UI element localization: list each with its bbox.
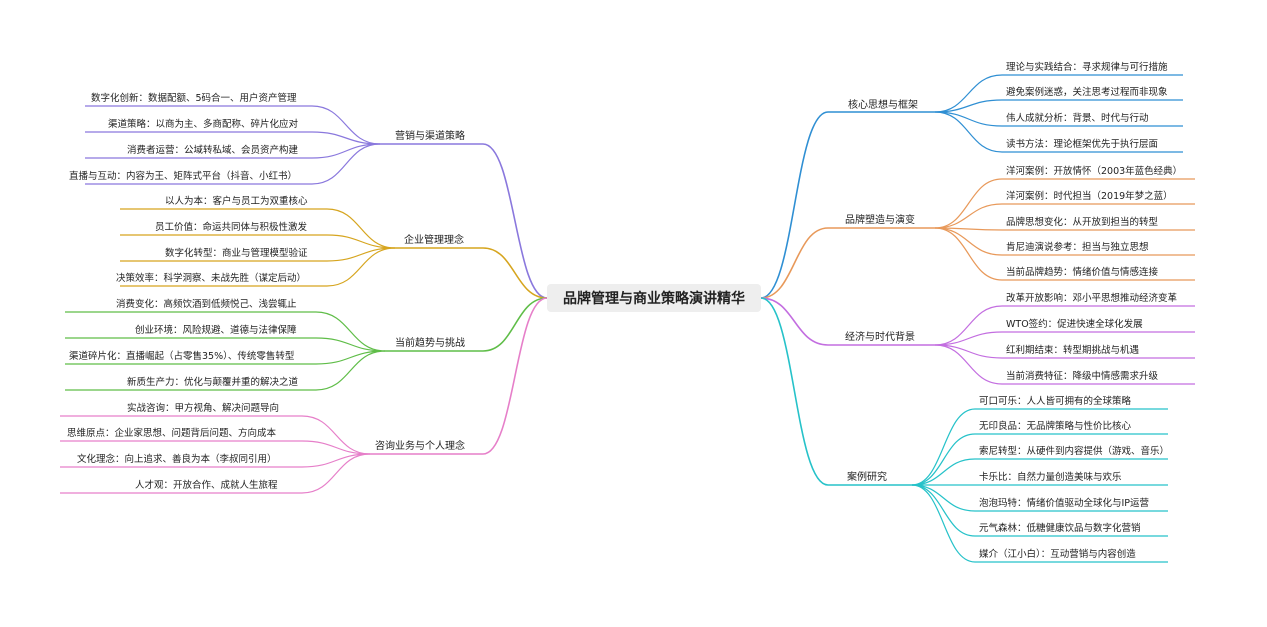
connector-marketing bbox=[380, 143, 548, 299]
connector-consult-leaf-1 bbox=[60, 415, 371, 455]
connector-core-leaf-3 bbox=[934, 111, 1183, 127]
leaf-mgmt-3[interactable]: 数字化转型：商业与管理模型验证 bbox=[165, 248, 308, 259]
leaf-marketing-1[interactable]: 数字化创新：数据配额、5码合一、用户资产管理 bbox=[91, 93, 297, 104]
leaf-mgmt-1[interactable]: 以人为本：客户与员工为双重核心 bbox=[165, 196, 308, 207]
branch-brand[interactable]: 品牌塑造与演变 bbox=[845, 215, 915, 226]
leaf-consult-1[interactable]: 实战咨询：甲方视角、解决问题导向 bbox=[127, 403, 280, 414]
connector-cases-leaf-5 bbox=[911, 484, 1168, 512]
leaf-cases-4[interactable]: 卡乐比：自然力量创造美味与欢乐 bbox=[979, 472, 1122, 483]
connector-core-leaf-4 bbox=[934, 111, 1183, 153]
leaf-cases-3[interactable]: 索尼转型：从硬件到内容提供（游戏、音乐） bbox=[979, 446, 1170, 457]
leaf-cases-6[interactable]: 元气森林：低糖健康饮品与数字化营销 bbox=[979, 523, 1141, 534]
leaf-mgmt-2[interactable]: 员工价值：命运共同体与积极性激发 bbox=[155, 222, 308, 233]
connector-economy-leaf-4 bbox=[934, 344, 1195, 385]
branch-core[interactable]: 核心思想与框架 bbox=[848, 100, 918, 111]
connector-mgmt bbox=[395, 247, 548, 299]
connector-cases-leaf-7 bbox=[911, 484, 1168, 563]
connector-trends-leaf-4 bbox=[65, 350, 386, 391]
connector-brand-leaf-3 bbox=[934, 227, 1195, 231]
branch-consult[interactable]: 咨询业务与个人理念 bbox=[375, 441, 465, 452]
connector-brand-leaf-2 bbox=[934, 203, 1195, 229]
leaf-economy-1[interactable]: 改革开放影响：邓小平思想推动经济变革 bbox=[1006, 293, 1178, 304]
connector-core-leaf-1 bbox=[934, 74, 1183, 113]
leaf-cases-5[interactable]: 泡泡玛特：情绪价值驱动全球化与IP运营 bbox=[979, 498, 1150, 509]
connector-economy-leaf-2 bbox=[934, 331, 1195, 346]
leaf-core-4[interactable]: 读书方法：理论框架优先于执行层面 bbox=[1006, 139, 1159, 150]
connector-core bbox=[760, 111, 935, 299]
leaf-marketing-2[interactable]: 渠道策略：以商为主、多商配称、碎片化应对 bbox=[108, 119, 299, 130]
leaf-consult-2[interactable]: 思维原点：企业家思想、问题背后问题、方向成本 bbox=[67, 428, 277, 439]
leaf-core-2[interactable]: 避免案例迷惑，关注思考过程而非现象 bbox=[1006, 87, 1168, 98]
connector-consult-leaf-4 bbox=[60, 453, 371, 494]
leaf-brand-2[interactable]: 洋河案例：时代担当（2019年梦之蓝） bbox=[1006, 191, 1173, 202]
branch-cases[interactable]: 案例研究 bbox=[847, 472, 887, 483]
connector-marketing-leaf-4 bbox=[85, 143, 381, 185]
leaf-core-3[interactable]: 伟人成就分析：背景、时代与行动 bbox=[1006, 113, 1149, 124]
leaf-brand-5[interactable]: 当前品牌趋势：情绪价值与情感连接 bbox=[1006, 267, 1159, 278]
connector-cases-leaf-3 bbox=[911, 458, 1168, 486]
leaf-brand-3[interactable]: 品牌思想变化：从开放到担当的转型 bbox=[1006, 217, 1159, 228]
leaf-economy-4[interactable]: 当前消费特征：降级中情感需求升级 bbox=[1006, 371, 1159, 382]
connector-brand bbox=[760, 227, 935, 299]
leaf-marketing-4[interactable]: 直播与互动：内容为王、矩阵式平台（抖音、小红书） bbox=[69, 171, 298, 182]
root-topic[interactable]: 品牌管理与商业策略演讲精华 bbox=[547, 284, 761, 312]
connector-trends bbox=[385, 297, 548, 352]
leaf-trends-1[interactable]: 消费变化：高频饮酒到低频悦己、浅尝辄止 bbox=[116, 299, 297, 310]
branch-economy[interactable]: 经济与时代背景 bbox=[845, 332, 915, 343]
leaf-consult-3[interactable]: 文化理念：向上追求、善良为本（李叔同引用） bbox=[77, 454, 277, 465]
connector-consult-leaf-2 bbox=[60, 440, 371, 455]
connector-cases-leaf-2 bbox=[911, 433, 1168, 486]
leaf-brand-4[interactable]: 肯尼迪演说参考：担当与独立思想 bbox=[1006, 242, 1149, 253]
connector-brand-leaf-5 bbox=[934, 227, 1195, 281]
connector-mgmt-leaf-4 bbox=[120, 247, 396, 287]
connector-consult bbox=[370, 297, 548, 455]
connector-consult-leaf-3 bbox=[60, 453, 371, 468]
leaf-trends-3[interactable]: 渠道碎片化：直播崛起（占零售35%）、传统零售转型 bbox=[69, 351, 295, 362]
connector-economy-leaf-3 bbox=[934, 344, 1195, 359]
connector-core-leaf-2 bbox=[934, 99, 1183, 113]
leaf-trends-4[interactable]: 新质生产力：优化与颠覆并重的解决之道 bbox=[127, 377, 299, 388]
leaf-cases-2[interactable]: 无印良品：无品牌策略与性价比核心 bbox=[979, 421, 1132, 432]
connector-cases-leaf-1 bbox=[911, 408, 1168, 486]
connector-cases bbox=[760, 297, 912, 486]
leaf-economy-2[interactable]: WTO签约：促进快速全球化发展 bbox=[1006, 319, 1143, 330]
branch-mgmt[interactable]: 企业管理理念 bbox=[404, 235, 464, 246]
connector-cases-leaf-6 bbox=[911, 484, 1168, 537]
connector-mgmt-leaf-3 bbox=[120, 247, 396, 262]
leaf-consult-4[interactable]: 人才观：开放合作、成就人生旅程 bbox=[135, 480, 278, 491]
connector-brand-leaf-4 bbox=[934, 227, 1195, 256]
leaf-core-1[interactable]: 理论与实践结合：寻求规律与可行措施 bbox=[1006, 62, 1168, 73]
connector-marketing-leaf-3 bbox=[85, 143, 381, 159]
connector-marketing-leaf-1 bbox=[85, 105, 381, 145]
branch-marketing[interactable]: 营销与渠道策略 bbox=[395, 131, 465, 142]
connector-mgmt-leaf-1 bbox=[120, 208, 396, 249]
connector-mgmt-leaf-2 bbox=[120, 234, 396, 249]
leaf-brand-1[interactable]: 洋河案例：开放情怀（2003年蓝色经典） bbox=[1006, 166, 1183, 177]
connector-marketing-leaf-2 bbox=[85, 131, 381, 145]
connector-economy-leaf-1 bbox=[934, 305, 1195, 346]
leaf-cases-1[interactable]: 可口可乐：人人皆可拥有的全球策略 bbox=[979, 396, 1132, 407]
connector-trends-leaf-2 bbox=[65, 337, 386, 352]
connector-brand-leaf-1 bbox=[934, 178, 1195, 229]
leaf-mgmt-4[interactable]: 决策效率：科学洞察、未战先胜（谋定后动） bbox=[116, 273, 307, 284]
leaf-economy-3[interactable]: 红利期结束：转型期挑战与机遇 bbox=[1006, 345, 1140, 356]
leaf-marketing-3[interactable]: 消费者运营：公域转私域、会员资产构建 bbox=[127, 145, 299, 156]
connector-economy bbox=[760, 297, 935, 346]
branch-trends[interactable]: 当前趋势与挑战 bbox=[395, 338, 465, 349]
connector-trends-leaf-3 bbox=[65, 350, 386, 365]
connector-trends-leaf-1 bbox=[65, 311, 386, 352]
leaf-trends-2[interactable]: 创业环境：风险规避、道德与法律保障 bbox=[135, 325, 297, 336]
leaf-cases-7[interactable]: 媒介（江小白）：互动营销与内容创造 bbox=[979, 549, 1136, 560]
